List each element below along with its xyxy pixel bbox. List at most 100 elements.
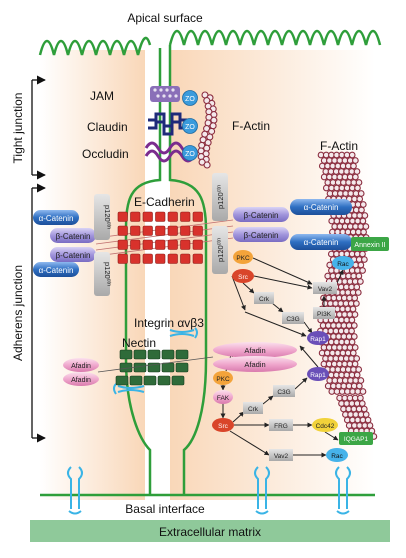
svg-text:Rac: Rac: [337, 261, 349, 268]
jam-protein: [150, 86, 180, 102]
svg-text:IQGAP1: IQGAP1: [344, 436, 369, 443]
adherens-junction-bracket: [31, 183, 46, 443]
extracellular-matrix-bar: [30, 520, 390, 542]
alpha-catenin-right-1: α-Catenin: [290, 199, 352, 215]
apical-membrane: [38, 29, 382, 56]
cdc42: Cdc42: [312, 418, 338, 432]
zo-protein-1: ZO: [182, 90, 198, 106]
p120-right-top: p120ctn: [212, 173, 228, 221]
beta-catenin-left-1: β-Catenin: [50, 228, 96, 243]
svg-text:Vav2: Vav2: [318, 286, 333, 293]
svg-text:Rap1: Rap1: [310, 336, 326, 343]
svg-text:ZO: ZO: [185, 96, 195, 103]
rap1-upper: Rap1: [307, 331, 329, 345]
svg-text:Annexin II: Annexin II: [354, 242, 385, 249]
c3g-lower: C3G: [273, 385, 295, 397]
beta-catenin-right-2: β-Catenin: [233, 227, 289, 242]
f-actin-strand-small: [197, 91, 218, 169]
src-upper: Src: [232, 269, 254, 283]
svg-text:PKC: PKC: [236, 255, 250, 262]
c3g-upper: C3G: [282, 312, 304, 324]
svg-text:Afadin: Afadin: [244, 346, 265, 355]
beta-catenin-left-2: β-Catenin: [50, 247, 96, 262]
basal-integrins: [67, 466, 351, 515]
basal-interface-label: Basal interface: [125, 502, 205, 516]
svg-text:p120ctn: p120ctn: [103, 205, 112, 229]
afadin-right-1: Afadin: [213, 342, 297, 358]
svg-text:Afadin: Afadin: [71, 363, 91, 370]
claudin-label: Claudin: [87, 120, 128, 134]
extracellular-matrix-label: Extracellular matrix: [159, 525, 261, 539]
alpha-catenin-left-1: α-Catenin: [33, 210, 79, 225]
svg-text:Crk: Crk: [248, 406, 259, 413]
svg-text:β-Catenin: β-Catenin: [56, 251, 91, 260]
svg-text:PKC: PKC: [216, 376, 230, 383]
apical-surface-label: Apical surface: [127, 11, 203, 25]
p120-right-bottom: p120ctn: [212, 226, 228, 274]
claudin-protein: [148, 112, 188, 136]
svg-text:Rap1: Rap1: [310, 372, 326, 379]
svg-text:Cdc42: Cdc42: [316, 423, 335, 430]
jam-label: JAM: [90, 89, 114, 103]
svg-text:α-Catenin: α-Catenin: [304, 203, 339, 212]
p120-left-top: p120ctn: [94, 194, 112, 240]
integrin-label: Integrin αvβ3: [134, 316, 204, 330]
svg-text:α-Catenin: α-Catenin: [39, 266, 74, 275]
vav2-lower: Vav2: [269, 449, 293, 461]
e-cadherin-complex: [95, 211, 234, 264]
svg-text:β-Catenin: β-Catenin: [244, 231, 279, 240]
svg-text:PI3K: PI3K: [317, 311, 332, 318]
annexin-ii: Annexin II: [351, 237, 389, 251]
f-actin-top-label: F-Actin: [232, 119, 270, 133]
svg-text:FAK: FAK: [217, 395, 230, 402]
rac-upper: Rac: [332, 256, 354, 270]
crk-lower: Crk: [243, 402, 263, 414]
f-actin-right-label: F-Actin: [320, 139, 358, 153]
pkc-upper: PKC: [233, 250, 253, 264]
svg-text:ZO: ZO: [185, 151, 195, 158]
p120-left-bottom: p120ctn: [94, 252, 112, 296]
frg: FRG: [269, 419, 293, 431]
svg-text:p120ctn: p120ctn: [216, 185, 225, 209]
occludin-label: Occludin: [82, 147, 129, 161]
svg-text:C3G: C3G: [277, 389, 290, 396]
pi3k: PI3K: [313, 307, 335, 319]
crk-upper: Crk: [254, 292, 274, 304]
alpha-catenin-left-2: α-Catenin: [33, 262, 79, 277]
afadin-right-2: Afadin: [213, 356, 297, 372]
svg-text:Afadin: Afadin: [244, 360, 265, 369]
svg-text:ZO: ZO: [185, 124, 195, 131]
zo-protein-2: ZO: [182, 118, 198, 134]
svg-text:Src: Src: [238, 274, 249, 281]
integrin-lateral: [113, 327, 198, 395]
vav2-upper: Vav2: [313, 282, 337, 294]
alpha-catenin-right-2: α-Catenin: [290, 234, 352, 250]
svg-text:p120ctn: p120ctn: [103, 262, 112, 286]
zo-protein-3: ZO: [182, 145, 198, 161]
svg-text:p120ctn: p120ctn: [216, 238, 225, 262]
tight-junction-bracket: [31, 75, 46, 180]
lateral-membrane-left: [124, 48, 162, 495]
svg-text:FRG: FRG: [274, 423, 288, 430]
pkc-lower: PKC: [213, 371, 233, 385]
svg-text:Crk: Crk: [259, 296, 270, 303]
nectin-label: Nectin: [122, 336, 156, 350]
iqgap1: IQGAP1: [339, 432, 373, 445]
src-lower: Src: [212, 418, 234, 432]
rac-lower: Rac: [326, 448, 348, 462]
svg-text:α-Catenin: α-Catenin: [304, 238, 339, 247]
svg-text:C3G: C3G: [286, 316, 299, 323]
adherens-junction-label: Adherens junction: [11, 265, 25, 361]
fak: FAK: [213, 390, 233, 404]
svg-text:Rac: Rac: [331, 453, 343, 460]
afadin-left-2: Afadin: [63, 372, 99, 386]
svg-text:Vav2: Vav2: [274, 453, 289, 460]
svg-text:α-Catenin: α-Catenin: [39, 214, 74, 223]
svg-text:β-Catenin: β-Catenin: [244, 211, 279, 220]
svg-text:Afadin: Afadin: [71, 377, 91, 384]
beta-catenin-right-1: β-Catenin: [233, 207, 289, 222]
rap1-lower: Rap1: [307, 367, 329, 381]
tight-junction-label: Tight junction: [11, 93, 25, 164]
svg-text:Src: Src: [218, 423, 229, 430]
